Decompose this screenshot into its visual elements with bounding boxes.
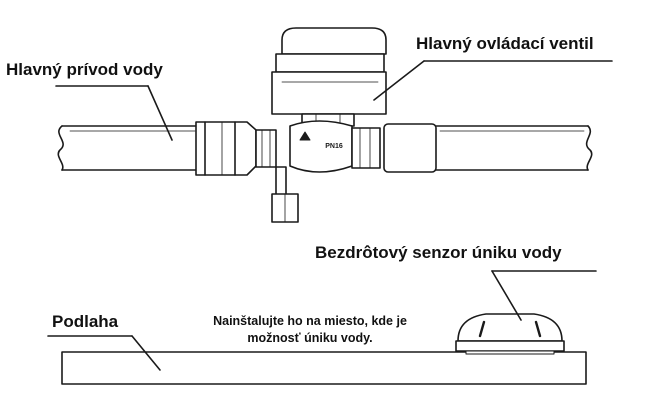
floor-slab [61,351,587,385]
valve-marking: PN16 [325,143,343,150]
sensor-label: Bezdrôtový senzor úniku vody [315,243,562,262]
install-note-line-2: možnosť úniku vody. [247,331,373,345]
valve-actuator [271,27,387,127]
main-valve-label: Hlavný ovládací ventil [416,34,594,53]
drain-tube [271,166,299,223]
union-nut [195,121,277,176]
install-note-line-1: Nainštalujte ho na miesto, kde je [213,314,407,328]
right-coupling [351,123,437,173]
leak-sensor [455,313,565,355]
outlet-pipe [435,125,593,171]
install-note: Nainštalujte ho na miesto, kde je možnos… [190,313,430,347]
supply-pipe [57,125,199,171]
leader-lines [47,60,613,371]
main-supply-label: Hlavný prívod vody [6,60,163,79]
floor-label: Podlaha [52,312,119,331]
